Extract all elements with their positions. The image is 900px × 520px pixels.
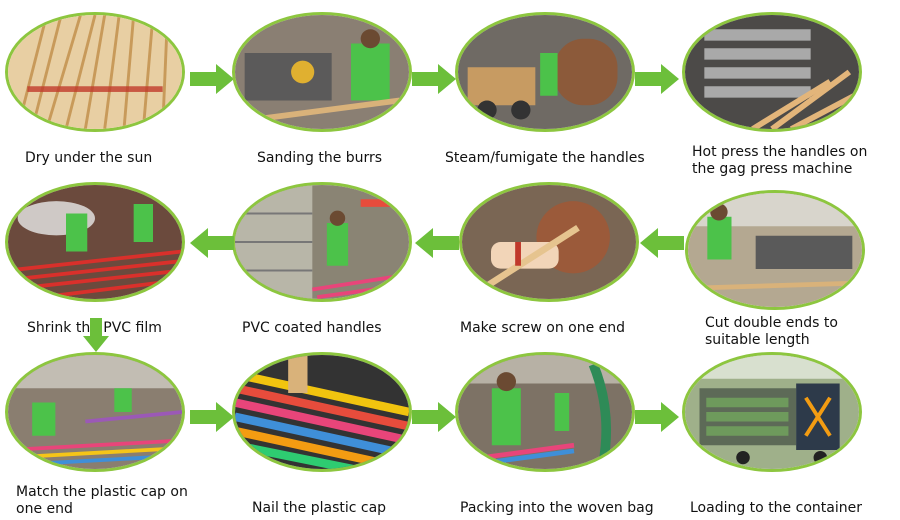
arrow-left-icon bbox=[190, 228, 234, 258]
step-5-label: Cut double ends to suitable length bbox=[705, 315, 838, 348]
step-10-label: Nail the plastic cap bbox=[252, 500, 387, 516]
arrow-right-icon bbox=[635, 402, 679, 432]
step-6-label: Make screw on one end bbox=[460, 320, 626, 336]
step-5-photo bbox=[685, 190, 865, 310]
step-10-photo bbox=[232, 352, 412, 472]
step-8-label: Shrink the PVC film bbox=[27, 320, 162, 336]
arrow-right-icon bbox=[190, 402, 234, 432]
step-2-label: Sanding the burrs bbox=[257, 150, 383, 166]
arrow-right-icon bbox=[412, 64, 456, 94]
arrow-left-icon bbox=[415, 228, 459, 258]
step-12-label: Loading to the container bbox=[690, 500, 862, 516]
step-11-label: Packing into the woven bag bbox=[460, 500, 654, 516]
step-7-photo bbox=[232, 182, 412, 302]
step-4-label: Hot press the handles on the gag press m… bbox=[692, 144, 868, 177]
step-6-photo bbox=[459, 182, 639, 302]
arrow-right-icon bbox=[635, 64, 679, 94]
step-1-photo bbox=[5, 12, 185, 132]
arrow-down-icon bbox=[83, 318, 109, 352]
step-9-label: Match the plastic cap on one end bbox=[16, 484, 188, 517]
arrow-left-icon bbox=[640, 228, 684, 258]
step-9-photo bbox=[5, 352, 185, 472]
step-4-photo bbox=[682, 12, 862, 132]
step-12-photo bbox=[682, 352, 862, 472]
step-2-photo bbox=[232, 12, 412, 132]
step-8-photo bbox=[5, 182, 185, 302]
arrow-right-icon bbox=[412, 402, 456, 432]
step-11-photo bbox=[455, 352, 635, 472]
step-7-label: PVC coated handles bbox=[242, 320, 382, 336]
arrow-right-icon bbox=[190, 64, 234, 94]
step-3-photo bbox=[455, 12, 635, 132]
step-1-label: Dry under the sun bbox=[25, 150, 153, 166]
step-3-label: Steam/fumigate the handles bbox=[445, 150, 645, 166]
